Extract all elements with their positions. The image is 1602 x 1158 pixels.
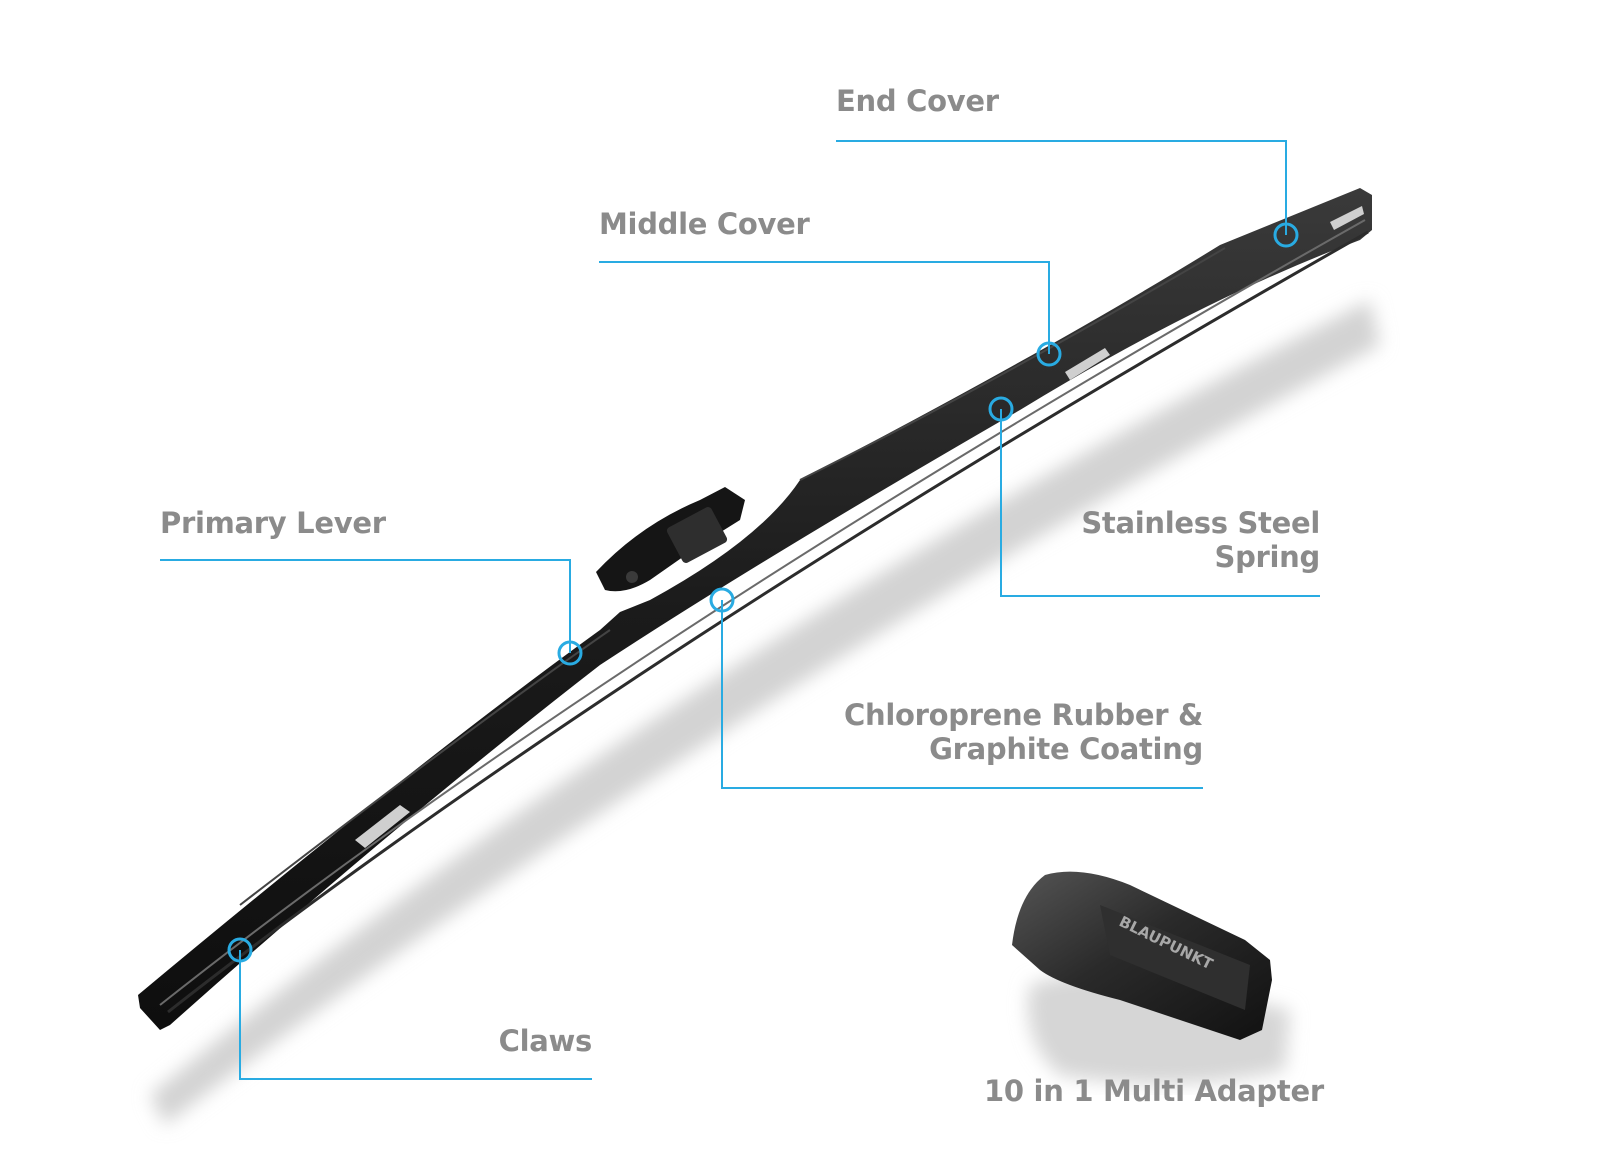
steel-spring-line bbox=[1000, 409, 1320, 597]
adapter-label: 10 in 1 Multi Adapter bbox=[984, 1074, 1324, 1108]
steel-spring-label-line2: Spring bbox=[1214, 540, 1321, 574]
rubber-line bbox=[721, 600, 1203, 789]
primary-lever-label: Primary Lever bbox=[160, 506, 386, 540]
end-cover-marker bbox=[1273, 222, 1299, 248]
callout-lines bbox=[160, 140, 1320, 1080]
claws-label: Claws bbox=[498, 1024, 593, 1058]
steel-spring-label-line1: Stainless Steel bbox=[1081, 506, 1320, 540]
rubber-label-line2: Graphite Coating bbox=[929, 732, 1203, 766]
multi-adapter-image: BLAUPUNKT bbox=[1012, 871, 1272, 1040]
claws-marker bbox=[227, 937, 253, 963]
primary-lever-line bbox=[160, 559, 571, 653]
middle-cover-label: Middle Cover bbox=[599, 207, 810, 241]
wiper-blade bbox=[138, 188, 1372, 1030]
rubber-marker bbox=[709, 587, 735, 613]
primary-lever-marker bbox=[557, 640, 583, 666]
middle-cover-marker bbox=[1036, 341, 1062, 367]
rubber-label: Chloroprene Rubber & Graphite Coating bbox=[844, 698, 1203, 766]
claws-line bbox=[239, 950, 592, 1080]
end-cover-label: End Cover bbox=[836, 84, 999, 118]
end-cover-line bbox=[836, 140, 1287, 235]
middle-cover-line bbox=[599, 261, 1050, 354]
callout-markers bbox=[227, 222, 1299, 963]
rubber-label-line1: Chloroprene Rubber & bbox=[843, 698, 1203, 732]
steel-spring-marker bbox=[988, 396, 1014, 422]
blade-shadow bbox=[150, 300, 1380, 1125]
steel-spring-label: Stainless Steel Spring bbox=[1081, 506, 1320, 574]
